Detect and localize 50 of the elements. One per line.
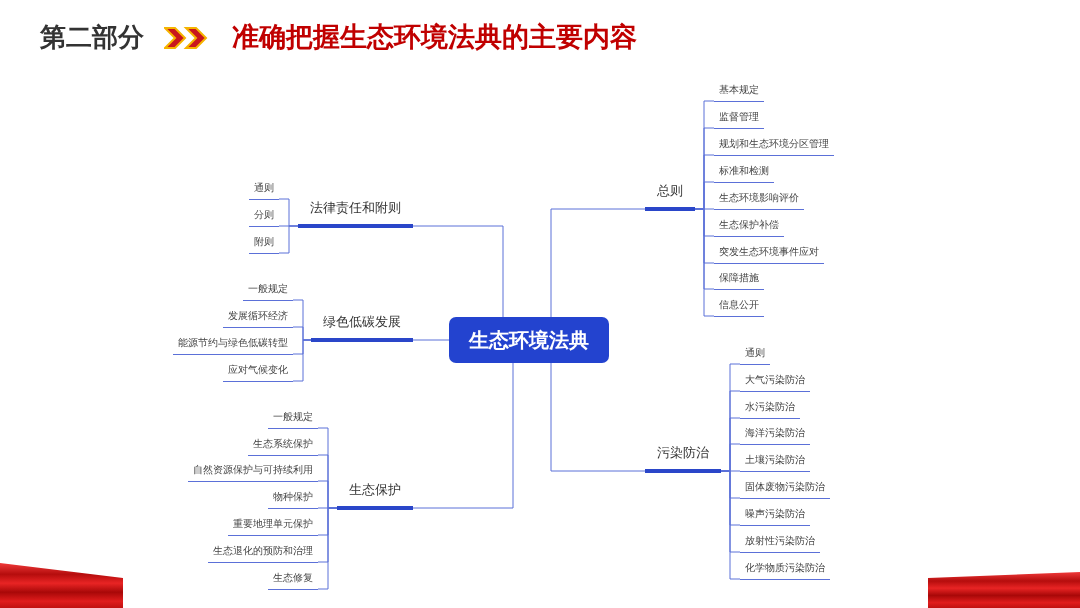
connector-line — [694, 208, 715, 317]
branch-topic: 总则 — [645, 183, 695, 211]
subtopic-item: 附则 — [249, 234, 279, 254]
subtopic-item: 发展循环经济 — [223, 308, 293, 328]
subtopic-item: 基本规定 — [714, 82, 764, 102]
subtopic-item: 重要地理单元保护 — [228, 516, 318, 536]
subtopic-item: 生态系统保护 — [248, 436, 318, 456]
subtopic-item: 信息公开 — [714, 297, 764, 317]
subtopic-item: 一般规定 — [243, 281, 293, 301]
subtopic-item: 大气污染防治 — [740, 372, 810, 392]
branch-topic: 绿色低碳发展 — [311, 314, 413, 342]
branch-topic: 法律责任和附则 — [298, 200, 413, 228]
connector-line — [550, 362, 646, 472]
subtopic-item: 通则 — [249, 180, 279, 200]
connector-line — [292, 339, 312, 382]
subtopic-item: 自然资源保护与可持续利用 — [188, 462, 318, 482]
page-title: 准确把握生态环境法典的主要内容 — [232, 22, 637, 52]
section-label: 第二部分 — [40, 22, 144, 52]
subtopic-item: 规划和生态环境分区管理 — [714, 136, 834, 156]
subtopic-item: 标准和检测 — [714, 163, 774, 183]
subtopic-item: 分则 — [249, 207, 279, 227]
branch-topic: 污染防治 — [645, 445, 721, 473]
subtopic-item: 水污染防治 — [740, 399, 800, 419]
subtopic-item: 固体废物污染防治 — [740, 479, 830, 499]
branch-topic: 生态保护 — [337, 482, 413, 510]
connector-line — [278, 225, 299, 254]
connector-line — [412, 339, 450, 341]
subtopic-item: 能源节约与绿色低碳转型 — [173, 335, 293, 355]
subtopic-item: 物种保护 — [268, 489, 318, 509]
subtopic-item: 化学物质污染防治 — [740, 560, 830, 580]
subtopic-item: 应对气候变化 — [223, 362, 293, 382]
subtopic-item: 保障措施 — [714, 270, 764, 290]
subtopic-item: 海洋污染防治 — [740, 425, 810, 445]
subtopic-item: 一般规定 — [268, 409, 318, 429]
subtopic-item: 土壤污染防治 — [740, 452, 810, 472]
connector-line — [412, 362, 514, 509]
connector-line — [317, 507, 338, 590]
subtopic-item: 放射性污染防治 — [740, 533, 820, 553]
central-topic-box: 生态环境法典 — [449, 317, 609, 363]
subtopic-item: 生态退化的预防和治理 — [208, 543, 318, 563]
connector-line — [550, 208, 646, 318]
connector-line — [720, 470, 741, 580]
subtopic-item: 生态修复 — [268, 570, 318, 590]
subtopic-item: 生态环境影响评价 — [714, 190, 804, 210]
subtopic-item: 通则 — [740, 345, 770, 365]
connector-line — [412, 225, 504, 318]
subtopic-item: 生态保护补偿 — [714, 217, 784, 237]
subtopic-item: 噪声污染防治 — [740, 506, 810, 526]
subtopic-item: 监督管理 — [714, 109, 764, 129]
subtopic-item: 突发生态环境事件应对 — [714, 244, 824, 264]
